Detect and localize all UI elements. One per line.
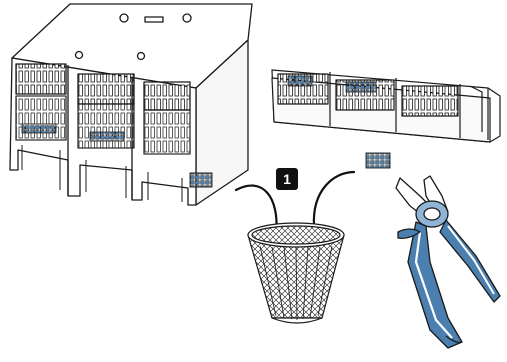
terminal-cover-strip xyxy=(271,69,501,143)
step-badge: 1 xyxy=(276,168,298,190)
waste-basket xyxy=(247,222,345,324)
terminal-cover-housing xyxy=(9,3,253,206)
knockout-piece xyxy=(365,152,391,169)
side-cutter-pliers xyxy=(395,175,501,349)
step-number: 1 xyxy=(283,171,291,187)
